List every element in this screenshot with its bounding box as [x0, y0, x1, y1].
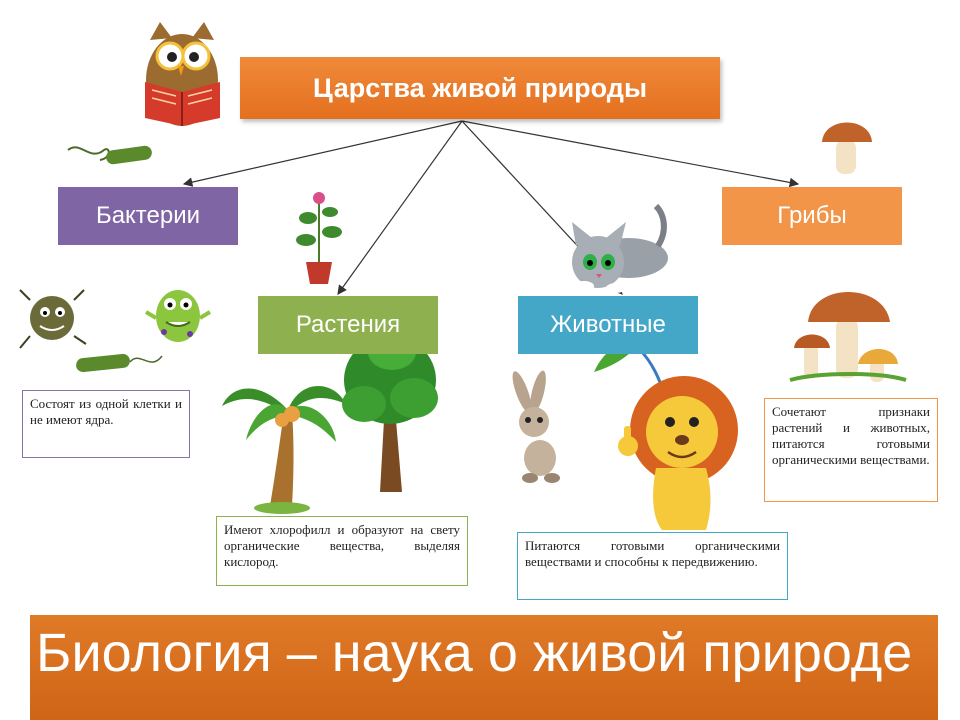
description-fungi: Сочетают признаки растений и животных, п…	[764, 398, 938, 502]
node-plants: Растения	[258, 296, 438, 354]
arrow-to-bacteria	[182, 120, 463, 187]
lion-icon	[618, 376, 738, 530]
description-bacteria: Состоят из одной клетки и не имеют ядра.	[22, 390, 190, 458]
diagram-title: Царства живой природы	[240, 57, 720, 119]
microbe-icon	[19, 289, 87, 349]
owl-icon	[145, 22, 220, 126]
arrow-to-plants	[337, 120, 463, 295]
node-animals: Животные	[518, 296, 698, 354]
node-bacteria: Бактерии	[58, 187, 238, 245]
kitten-icon	[572, 203, 668, 293]
potted-plant-icon	[296, 192, 342, 284]
node-fungi: Грибы	[722, 187, 902, 245]
mushroom-icon	[789, 122, 907, 382]
rabbit-icon	[512, 370, 560, 483]
germ-icon	[144, 290, 212, 342]
description-plants: Имеют хлорофилл и образуют на свету орга…	[216, 516, 468, 586]
palm-tree-icon	[222, 385, 346, 514]
arrow-to-fungi	[461, 120, 800, 188]
description-animals: Питаются готовыми органическими вещества…	[517, 532, 788, 600]
footer-text: Биология – наука о живой природе	[36, 623, 913, 683]
tree-icon	[342, 334, 438, 492]
bacteria-icon	[67, 145, 163, 373]
footer-banner: Биология – наука о живой природе	[30, 615, 938, 720]
